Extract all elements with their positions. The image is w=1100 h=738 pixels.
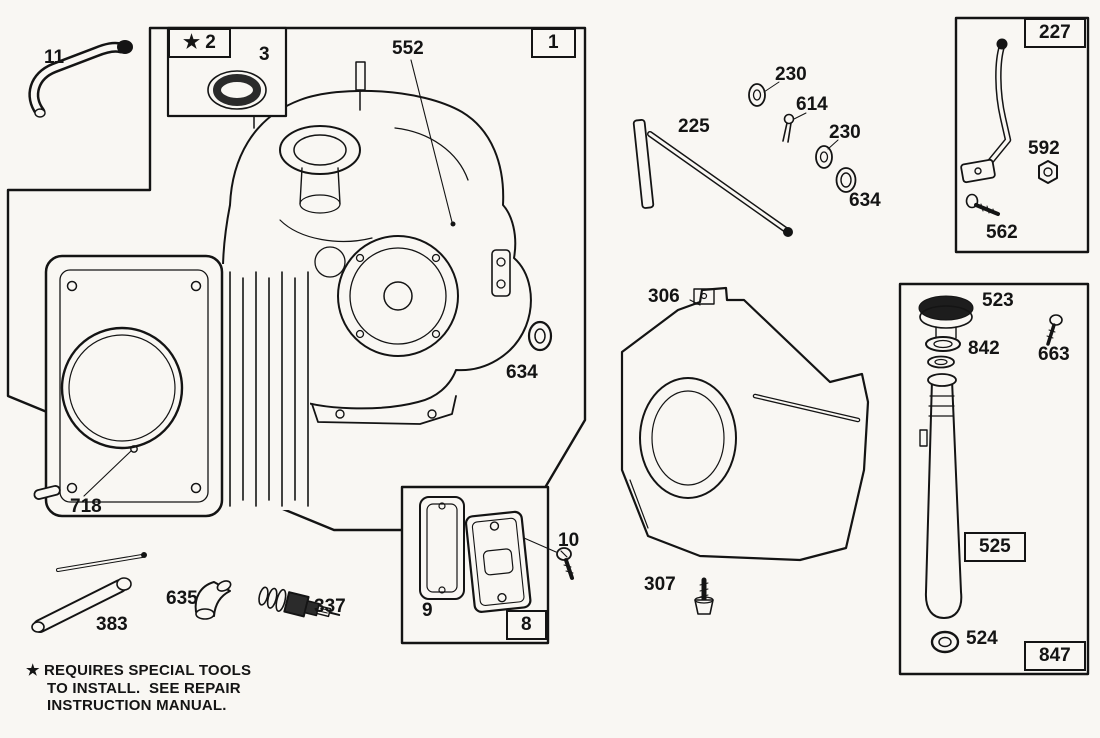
callout-1-boxed: 1 — [531, 28, 576, 58]
callout-227-boxed: 227 — [1024, 18, 1086, 48]
callout-592: 592 — [1028, 138, 1060, 159]
leader-lines — [83, 59, 701, 497]
governor-link-drawing — [632, 119, 793, 237]
callout-337: 337 — [314, 596, 346, 617]
callout-635: 635 — [166, 588, 198, 609]
screw-307-drawing — [694, 577, 714, 615]
oil-seal-box — [166, 26, 288, 118]
callout-847-boxed: 847 — [1024, 641, 1086, 671]
callout-562: 562 — [986, 222, 1018, 243]
callout-11: 11 — [44, 47, 65, 68]
callout-10: 10 — [558, 530, 580, 551]
governor-crank-box — [954, 16, 1090, 254]
callout-842: 842 — [968, 338, 1000, 359]
footnote-line-3: INSTRUCTION MANUAL. — [47, 697, 227, 714]
breather-cover-box — [400, 485, 550, 645]
callout-8-boxed: 8 — [506, 610, 547, 640]
washers-and-pin-drawing — [748, 81, 857, 193]
callout-634-main: 634 — [506, 362, 538, 383]
washer-634-drawing — [527, 320, 553, 352]
blower-shield-drawing — [620, 286, 870, 562]
callout-307: 307 — [644, 574, 676, 595]
callout-230-upper: 230 — [775, 64, 807, 85]
footnote-line-1: ★ REQUIRES SPECIAL TOOLS — [26, 662, 252, 679]
callout-718: 718 — [70, 496, 102, 517]
oil-fill-box — [898, 282, 1090, 676]
callout-552: 552 — [392, 38, 424, 59]
callout-524: 524 — [966, 628, 998, 649]
callout-230-lower: 230 — [829, 122, 861, 143]
elbow-fitting-drawing — [194, 580, 232, 620]
callout-2-boxed: ★ 2 — [168, 28, 231, 58]
callout-383: 383 — [96, 614, 128, 635]
spark-plug-drawing — [258, 586, 341, 618]
callout-663: 663 — [1038, 344, 1070, 365]
screw-10-drawing — [523, 537, 574, 580]
callout-634-upper: 634 — [849, 190, 881, 211]
breather-tube-drawing — [31, 552, 147, 633]
callout-306: 306 — [648, 286, 680, 307]
hose-drawing — [28, 40, 133, 118]
main-assembly-box — [6, 26, 587, 532]
callout-614: 614 — [796, 94, 828, 115]
special-tools-footnote: ★ REQUIRES SPECIAL TOOLS TO INSTALL. SEE… — [26, 662, 251, 715]
callout-9: 9 — [422, 600, 433, 621]
callout-523: 523 — [982, 290, 1014, 311]
footnote-line-2: TO INSTALL. SEE REPAIR — [47, 679, 241, 697]
callout-225: 225 — [678, 116, 710, 137]
callout-3: 3 — [259, 44, 270, 65]
callout-525-boxed: 525 — [964, 532, 1026, 562]
pin-718-drawing — [33, 485, 61, 500]
cylinder-head-drawing — [44, 254, 224, 518]
